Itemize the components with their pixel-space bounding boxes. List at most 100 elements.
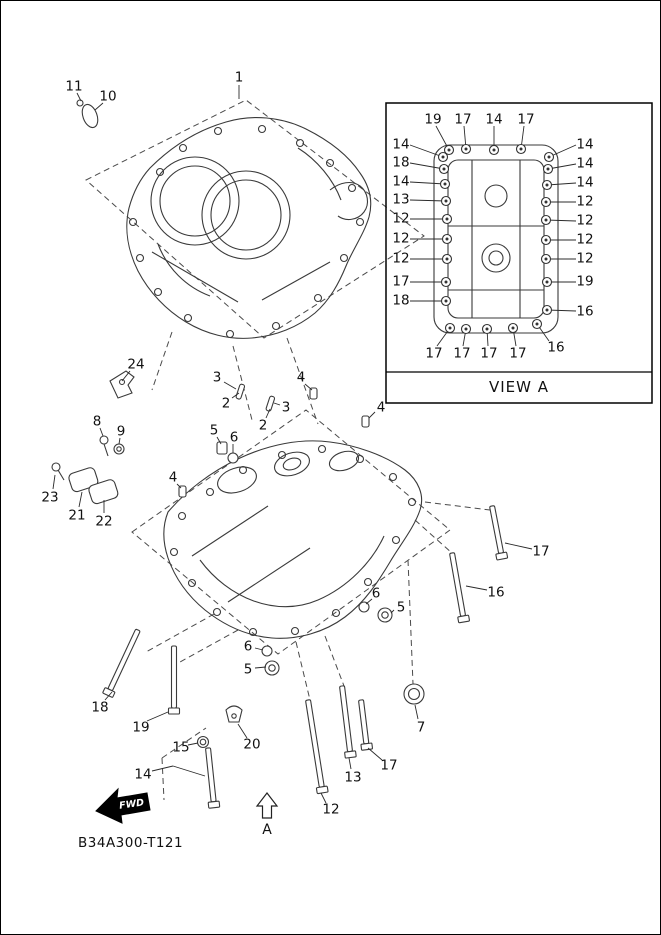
bolt-position-dot [545, 183, 549, 187]
leader-line [348, 757, 352, 770]
bolt-position-dot [546, 167, 550, 171]
part-11-pin [76, 99, 84, 107]
part-23-bolt [51, 462, 65, 481]
leader-line [409, 144, 444, 158]
leader-line [146, 711, 169, 722]
callout-6: 6 [230, 430, 239, 446]
leader-line [151, 765, 174, 772]
leader-line [176, 483, 182, 489]
callout-19: 19 [576, 274, 593, 290]
part-9-washer-hole [116, 446, 122, 452]
callout-17: 17 [454, 112, 471, 128]
leader-line [320, 792, 327, 804]
callout-17: 17 [509, 346, 526, 362]
callout-19: 19 [132, 720, 149, 736]
leader-line [94, 102, 104, 111]
callout-18: 18 [392, 293, 409, 309]
callout-12: 12 [576, 213, 593, 229]
callout-3: 3 [282, 400, 291, 416]
part-15-oring-hole [199, 738, 207, 746]
upper-case-dashed-box [85, 99, 425, 339]
dashed-connector [145, 613, 215, 653]
bolt-position-dot [448, 326, 452, 330]
leader-line [409, 199, 447, 202]
leader-line [254, 647, 264, 651]
section-arrow-shape [255, 792, 279, 819]
section-arrow-a: A [255, 792, 279, 838]
leader-line [390, 609, 395, 614]
bolt-position-dot [485, 327, 489, 331]
callout-3: 3 [213, 370, 222, 386]
inset-border [385, 102, 653, 404]
leader-line [465, 585, 488, 591]
callout-4: 4 [297, 370, 306, 386]
part-5-plug-center [268, 664, 276, 672]
callout-17: 17 [480, 346, 497, 362]
bolt-position-dot [545, 308, 549, 312]
part-5-plug [216, 441, 228, 455]
fwd-arrow: FWD [95, 787, 151, 824]
callout-12: 12 [392, 231, 409, 247]
leader-line [76, 92, 82, 102]
bolt-position-dot [441, 155, 445, 159]
callout-5: 5 [397, 600, 406, 616]
dashed-connector [324, 635, 345, 687]
lower-case-dashed-box [131, 409, 451, 655]
part-4-dowel [178, 485, 187, 498]
bolt-position-dot [443, 182, 447, 186]
leader-line [223, 381, 237, 390]
part-4-dowel [361, 415, 370, 428]
callout-17: 17 [380, 758, 397, 774]
dashed-connector [407, 559, 414, 685]
callout-14: 14 [485, 112, 502, 128]
bolt-position-dot [444, 280, 448, 284]
callout-22: 22 [95, 514, 112, 530]
fwd-label: FWD [119, 797, 145, 811]
callout-20: 20 [243, 737, 260, 753]
callout-14: 14 [392, 174, 409, 190]
callout-12: 12 [576, 251, 593, 267]
leader-line [216, 436, 222, 445]
callout-16: 16 [487, 585, 504, 601]
callout-7: 7 [417, 720, 426, 736]
part-22-gasket [88, 479, 119, 505]
bolt-position-dot [444, 299, 448, 303]
upper-case-bolt-holes [128, 124, 365, 339]
bolt-position-dot [535, 322, 539, 326]
callout-17: 17 [532, 544, 549, 560]
part-24-hole [118, 378, 126, 386]
small-parts-drawing [51, 99, 425, 749]
leader-line [237, 723, 248, 739]
bolt-position-dot [464, 147, 468, 151]
part-10-gasket [81, 103, 99, 129]
view-a-title: VIEW A [489, 378, 549, 396]
callout-9: 9 [117, 424, 126, 440]
callout-18: 18 [392, 155, 409, 171]
bolt-position-dot [544, 200, 548, 204]
bolt-position-dot [445, 217, 449, 221]
callout-6: 6 [372, 586, 381, 602]
bolt-12-drawing [305, 699, 329, 795]
leader-line [99, 427, 104, 437]
leader-line [121, 370, 131, 382]
leader-line [254, 666, 267, 669]
callout-12: 12 [322, 802, 339, 818]
leader-line [367, 747, 383, 761]
callout-16: 16 [576, 304, 593, 320]
bolt-17-right-drawing [489, 505, 509, 561]
leader-line [414, 704, 419, 720]
leader-lines [52, 85, 577, 804]
part-7-plug [403, 683, 425, 705]
bolt-18-drawing [102, 628, 141, 698]
callout-12: 12 [392, 211, 409, 227]
bolt-position-dot [442, 167, 446, 171]
callout-15: 15 [172, 740, 189, 756]
leader-line [231, 392, 240, 399]
callout-17: 17 [392, 274, 409, 290]
bolt-position-dot [492, 148, 496, 152]
bolt-position-dot [464, 327, 468, 331]
callout-14: 14 [576, 175, 593, 191]
callout-1: 1 [235, 70, 244, 86]
